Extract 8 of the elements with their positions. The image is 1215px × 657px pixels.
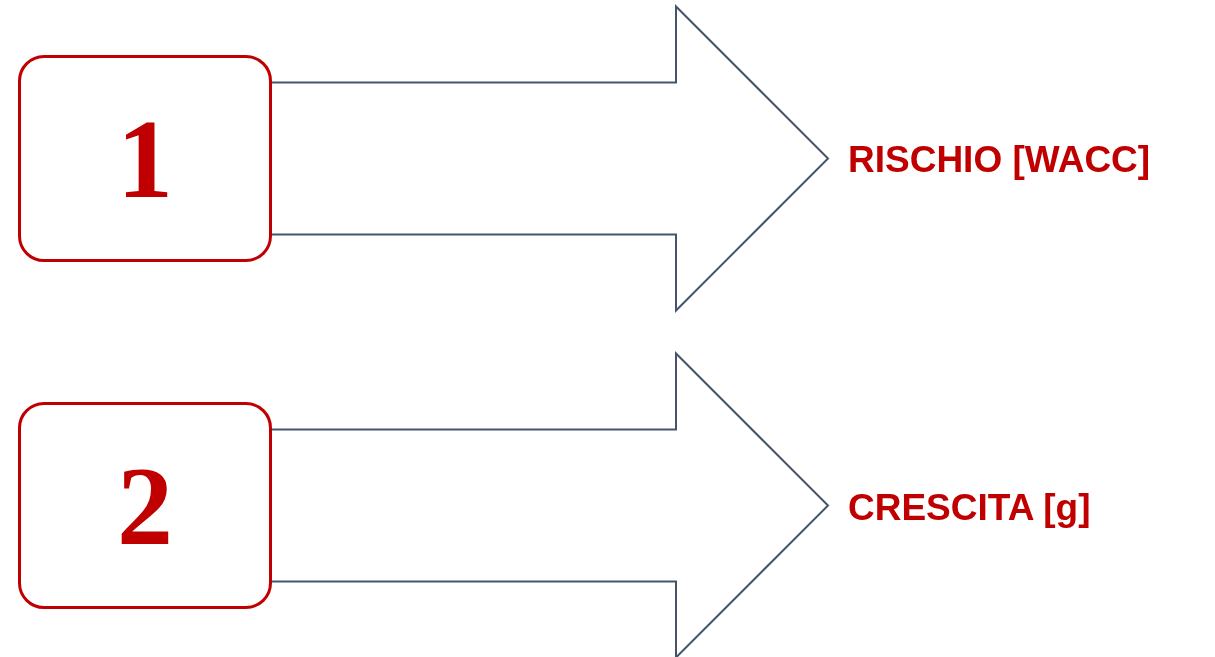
block-arrow — [271, 4, 830, 313]
step-number: 1 — [117, 102, 173, 215]
step-number: 2 — [117, 449, 173, 562]
block-arrow — [271, 351, 830, 657]
factor-label: CRESCITA [g] — [848, 487, 1091, 529]
number-box — [18, 55, 272, 262]
number-box — [18, 402, 272, 609]
factor-label: RISCHIO [WACC] — [848, 139, 1151, 181]
